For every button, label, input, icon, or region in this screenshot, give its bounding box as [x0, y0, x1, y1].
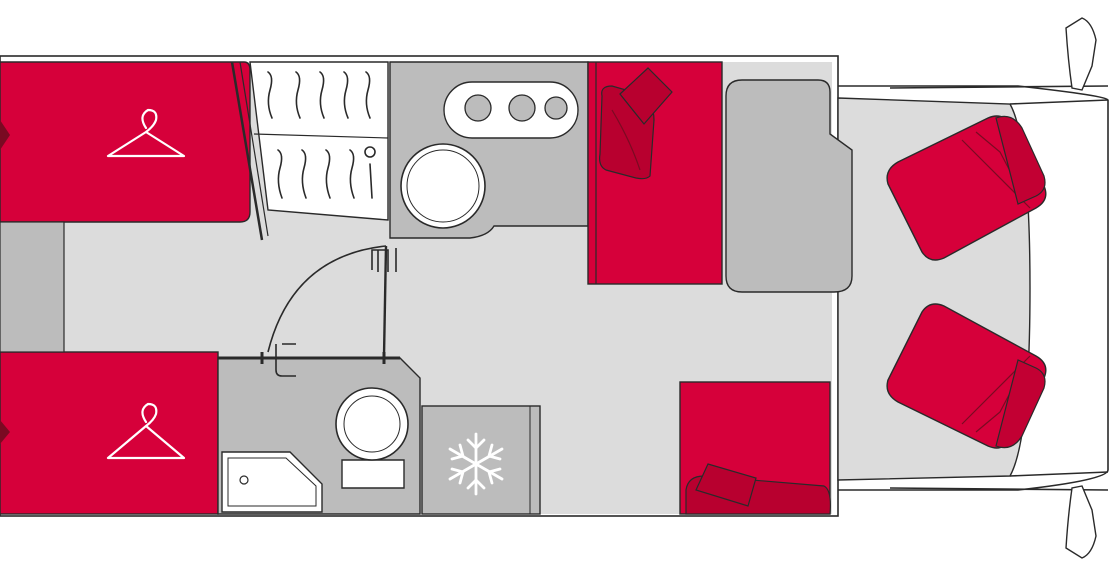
rear-step [0, 221, 65, 353]
side-mirror-bottom [1065, 485, 1097, 559]
hanger-icon [106, 402, 186, 460]
shower-tray [221, 451, 323, 513]
rear-bed-bottom [0, 351, 219, 515]
toilet-bowl [335, 387, 409, 489]
side-bench-bottom [679, 381, 831, 515]
rear-bed-top [0, 61, 251, 223]
dinette-table [725, 79, 853, 293]
hanger-icon [106, 108, 186, 158]
snowflake-icon [448, 432, 504, 496]
side-mirror-top [1065, 17, 1097, 91]
round-sink [400, 143, 486, 229]
cab-seat-top [886, 115, 1047, 261]
stove-burners [443, 81, 579, 139]
cupboard-unit [230, 61, 389, 241]
cab-seat-bottom [886, 303, 1047, 449]
entrance-door [267, 245, 397, 357]
dinette-bench-top [587, 61, 723, 285]
